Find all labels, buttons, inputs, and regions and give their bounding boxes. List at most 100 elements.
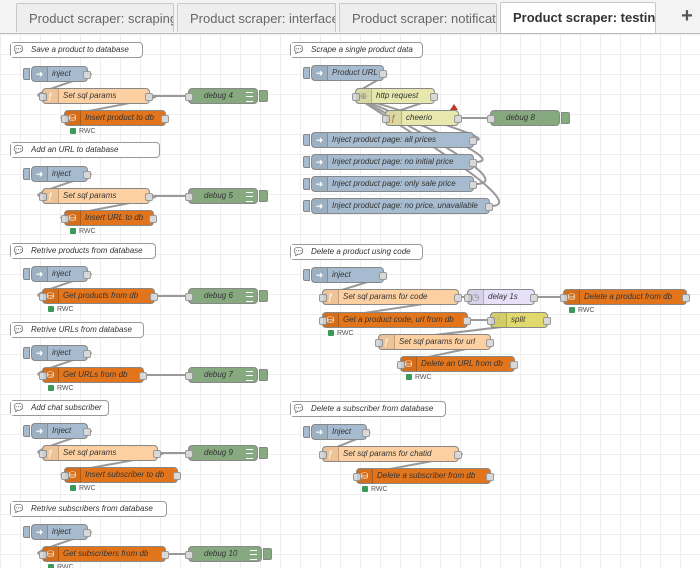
inject-node[interactable]: ➜inject xyxy=(23,345,91,361)
input-port[interactable] xyxy=(185,93,193,101)
debug-toggle-button[interactable] xyxy=(561,112,570,124)
mysql-node[interactable]: ⛁Get a product code, url from db xyxy=(319,312,471,328)
inject-button[interactable] xyxy=(303,200,310,212)
output-port[interactable] xyxy=(161,115,169,123)
output-port[interactable] xyxy=(454,294,462,302)
output-port[interactable] xyxy=(454,451,462,459)
inject-button[interactable] xyxy=(23,425,30,437)
output-port[interactable] xyxy=(83,271,91,279)
mysql-node[interactable]: ⛁Get subscribers from db xyxy=(39,546,169,562)
debug-toggle-button[interactable] xyxy=(259,90,268,102)
plus-icon[interactable]: + xyxy=(681,5,693,27)
input-port[interactable] xyxy=(185,551,193,559)
input-port[interactable] xyxy=(185,193,193,201)
debug-node[interactable]: debug 10 xyxy=(185,546,272,562)
input-port[interactable] xyxy=(39,372,47,380)
inject-button[interactable] xyxy=(303,67,310,79)
inject-node[interactable]: ➜Inject product page: no price, unavaila… xyxy=(303,198,493,214)
debug-toggle-button[interactable] xyxy=(259,447,268,459)
split-node[interactable]: ⫶split xyxy=(487,312,551,328)
inject-button[interactable] xyxy=(303,134,310,146)
input-port[interactable] xyxy=(39,193,47,201)
flow-canvas[interactable]: 💬Save a product to database 💬Add an URL … xyxy=(0,34,700,568)
mysql-node[interactable]: ⛁Delete an URL from db xyxy=(397,356,518,372)
tab-interface[interactable]: Product scraper: interface xyxy=(177,3,336,32)
output-port[interactable] xyxy=(379,272,387,280)
input-port[interactable] xyxy=(185,372,193,380)
debug-node[interactable]: debug 8 xyxy=(487,110,570,126)
output-port[interactable] xyxy=(430,93,438,101)
comment-retrieve-subscribers[interactable]: 💬Retrive subscribers from database xyxy=(10,501,167,517)
comment-add-chat-subscriber[interactable]: 💬Add chat subscriber xyxy=(10,400,109,416)
output-port[interactable] xyxy=(530,294,538,302)
input-port[interactable] xyxy=(382,115,390,123)
output-port[interactable] xyxy=(83,71,91,79)
inject-node[interactable]: ➜Inject product page: all prices xyxy=(303,132,477,148)
comment-delete-subscriber[interactable]: 💬Delete a subscriber from database xyxy=(290,401,446,417)
debug-toggle-button[interactable] xyxy=(259,190,268,202)
comment-retrieve-urls[interactable]: 💬Retrive URLs from database xyxy=(10,322,144,338)
inject-button[interactable] xyxy=(23,268,30,280)
output-port[interactable] xyxy=(83,350,91,358)
inject-button[interactable] xyxy=(23,347,30,359)
input-port[interactable] xyxy=(61,215,69,223)
debug-node[interactable]: debug 9 xyxy=(185,445,268,461)
input-port[interactable] xyxy=(464,294,472,302)
output-port[interactable] xyxy=(682,294,690,302)
inject-button[interactable] xyxy=(23,526,30,538)
inject-button[interactable] xyxy=(303,178,310,190)
debug-toggle-button[interactable] xyxy=(259,290,268,302)
input-port[interactable] xyxy=(352,93,360,101)
output-port[interactable] xyxy=(543,317,551,325)
inject-node[interactable]: ➜Inject product page: only sale price xyxy=(303,176,477,192)
inject-button[interactable] xyxy=(303,269,310,281)
inject-node[interactable]: ➜inject xyxy=(23,166,91,182)
mysql-node[interactable]: ⛁Insert subscriber to db xyxy=(61,467,181,483)
tab-testing[interactable]: Product scraper: testing xyxy=(500,2,656,33)
output-port[interactable] xyxy=(145,93,153,101)
input-port[interactable] xyxy=(397,361,405,369)
output-port[interactable] xyxy=(454,115,462,123)
output-port[interactable] xyxy=(153,450,161,458)
input-port[interactable] xyxy=(61,472,69,480)
output-port[interactable] xyxy=(485,203,493,211)
inject-node[interactable]: ➜inject xyxy=(303,267,387,283)
output-port[interactable] xyxy=(145,193,153,201)
output-port[interactable] xyxy=(469,137,477,145)
output-port[interactable] xyxy=(149,215,157,223)
comment-delete-product[interactable]: 💬Delete a product using code xyxy=(290,244,423,260)
output-port[interactable] xyxy=(150,293,158,301)
http-request-node[interactable]: ⊕http request xyxy=(352,88,438,104)
input-port[interactable] xyxy=(39,450,47,458)
debug-node[interactable]: debug 4 xyxy=(185,88,268,104)
output-port[interactable] xyxy=(83,529,91,537)
tab-scraping[interactable]: Product scraper: scraping xyxy=(16,3,174,32)
input-port[interactable] xyxy=(39,551,47,559)
output-port[interactable] xyxy=(463,317,471,325)
output-port[interactable] xyxy=(469,181,477,189)
input-port[interactable] xyxy=(375,339,383,347)
debug-node[interactable]: debug 5 xyxy=(185,188,268,204)
inject-node[interactable]: ➜Product URL inject xyxy=(303,65,387,81)
input-port[interactable] xyxy=(487,115,495,123)
inject-node[interactable]: ➜inject xyxy=(23,66,91,82)
inject-node[interactable]: ➜Inject product page: no initial price xyxy=(303,154,477,170)
input-port[interactable] xyxy=(319,451,327,459)
mysql-node[interactable]: ⛁Get products from db xyxy=(39,288,158,304)
input-port[interactable] xyxy=(319,294,327,302)
input-port[interactable] xyxy=(487,317,495,325)
output-port[interactable] xyxy=(486,339,494,347)
debug-node[interactable]: debug 6 xyxy=(185,288,268,304)
output-port[interactable] xyxy=(83,428,91,436)
inject-node[interactable]: ➜inject xyxy=(23,524,91,540)
inject-button[interactable] xyxy=(303,156,310,168)
input-port[interactable] xyxy=(61,115,69,123)
mysql-node[interactable]: ⛁Delete a subscriber from db xyxy=(353,468,494,484)
inject-node[interactable]: ➜Inject xyxy=(23,423,91,439)
input-port[interactable] xyxy=(353,473,361,481)
